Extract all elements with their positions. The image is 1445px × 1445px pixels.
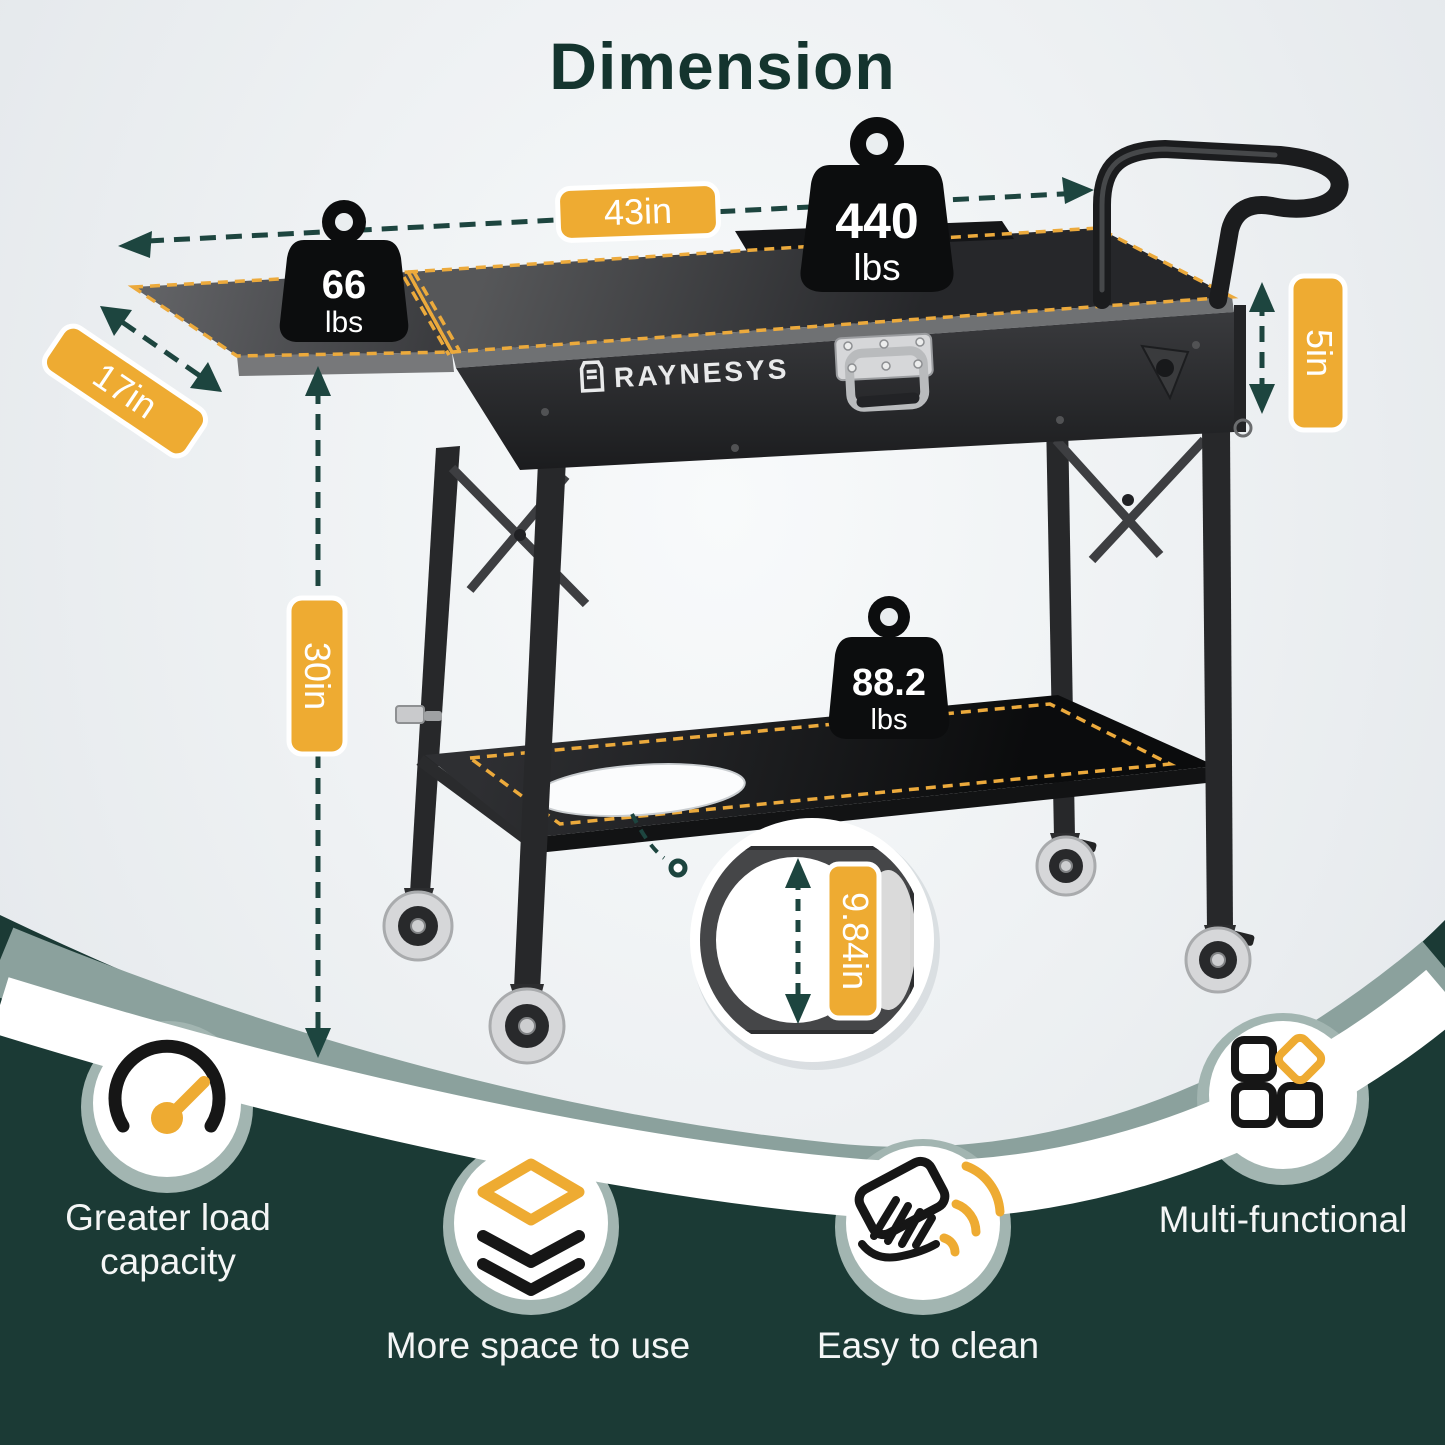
weight-badge-shelf: 88.2 lbs <box>828 596 950 739</box>
shelf-hole-inset: 9.84in <box>630 813 940 1070</box>
push-handle-highlight <box>1099 146 1278 293</box>
folding-braces <box>448 436 1208 608</box>
gauge-icon <box>108 1039 226 1134</box>
svg-text:30in: 30in <box>297 642 338 710</box>
inset-connector-dot <box>668 858 688 878</box>
dimension-badge-edge-height: 5in <box>1288 273 1348 433</box>
dimension-badge-height: 30in <box>286 595 348 757</box>
svg-text:lbs: lbs <box>853 247 900 288</box>
measure-arrow-hole <box>785 858 811 1024</box>
handle-screws <box>843 337 925 373</box>
svg-text:88.2: 88.2 <box>852 662 926 704</box>
bottle-opener <box>1140 344 1253 438</box>
dimension-badge-side-depth: 17in <box>41 323 209 459</box>
caster-wheel-back-left <box>382 888 454 962</box>
grid-icon <box>1231 1033 1326 1128</box>
feature-label-clean: Easy to clean <box>816 1325 1040 1366</box>
measure-arrow-side-depth <box>100 306 222 392</box>
caster-wheel-back-right <box>1035 833 1097 897</box>
measure-arrow-length <box>118 177 1094 258</box>
brace-bolt <box>514 529 526 541</box>
dimension-badge-length: 43in <box>555 181 721 243</box>
front-left-leg <box>514 459 566 990</box>
svg-text:lbs: lbs <box>325 306 363 339</box>
weight-badge-side-table: 66 lbs <box>279 200 409 342</box>
wipe-icon <box>854 1156 1005 1262</box>
brace-bolt <box>1122 494 1134 506</box>
left-rail <box>416 755 532 845</box>
svg-text:66: 66 <box>322 263 367 307</box>
feature-label-space: More space to use <box>385 1325 691 1366</box>
dimension-badge-hole: 9.84in <box>824 861 882 1021</box>
caster-wheel-front-left <box>488 984 566 1065</box>
weight-badge-tabletop: 440 lbs <box>800 117 954 292</box>
svg-text:5in: 5in <box>1299 329 1340 377</box>
feature-label-multi: Multi-functional <box>1158 1199 1408 1240</box>
measure-arrow-edge-height <box>1249 282 1275 414</box>
layers-icon <box>477 1158 585 1296</box>
svg-text:9.84in: 9.84in <box>835 892 876 990</box>
brand-logo-icon <box>579 360 605 393</box>
svg-text:lbs: lbs <box>870 704 907 736</box>
feature-label-load: Greater load capacity <box>65 1197 271 1282</box>
inset-connector <box>630 813 666 860</box>
table-apron <box>456 312 1234 470</box>
svg-text:440: 440 <box>835 193 918 249</box>
svg-text:43in: 43in <box>603 190 672 233</box>
front-right-leg <box>1202 428 1233 930</box>
apron-metal-handle <box>834 332 934 412</box>
page-title: Dimension <box>549 29 896 103</box>
bottom-shelf <box>425 695 1216 854</box>
latch-hardware <box>395 705 442 724</box>
back-left-leg <box>410 446 460 893</box>
caster-wheel-front-right <box>1184 925 1255 994</box>
apron-bolts <box>541 341 1200 452</box>
